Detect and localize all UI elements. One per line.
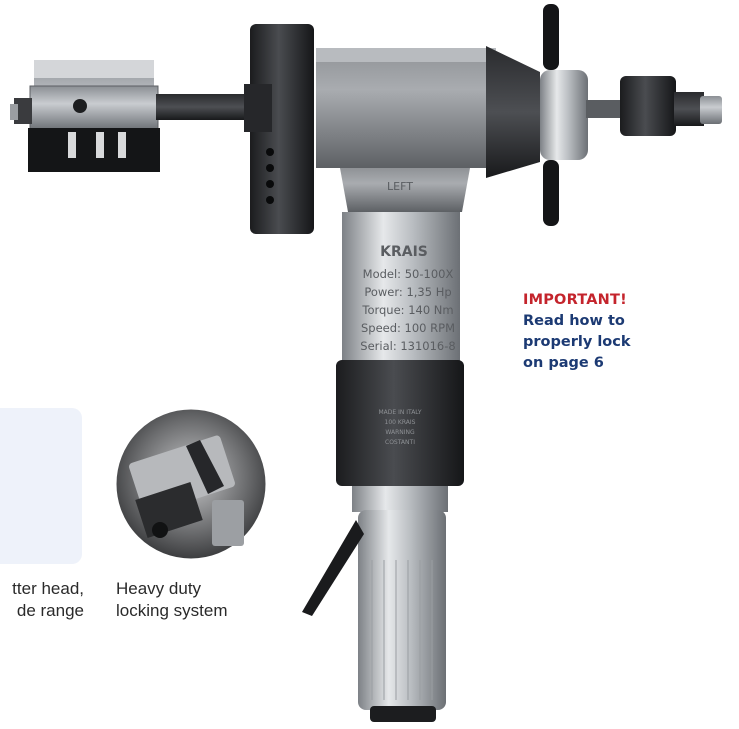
locking-system-inset-photo xyxy=(113,406,269,562)
speed-line: Speed: 100 RPM xyxy=(361,321,455,335)
direction-label: LEFT xyxy=(387,180,413,193)
trigger-lever xyxy=(302,520,364,616)
caption-locking-system: Heavy duty locking system xyxy=(116,579,228,620)
important-line-3: on page 6 xyxy=(523,355,604,371)
mandrel-shaft xyxy=(156,94,252,120)
mounting-flange xyxy=(244,24,314,234)
svg-text:COSTANTI: COSTANTI xyxy=(385,439,415,446)
svg-text:MADE IN ITALY: MADE IN ITALY xyxy=(378,409,421,416)
torque-line: Torque: 140 Nm xyxy=(361,303,453,317)
model-line: Model: 50-100X xyxy=(363,267,454,281)
svg-text:100 KRAIS: 100 KRAIS xyxy=(385,419,416,426)
caption-cutter-head: tter head, de range xyxy=(12,579,84,620)
important-line-2: properly lock xyxy=(523,334,631,350)
brand-label: KRAIS xyxy=(380,244,428,260)
svg-text:WARNING: WARNING xyxy=(385,429,415,436)
serial-line: Serial: 131016-8 xyxy=(360,339,455,353)
important-callout: IMPORTANT! Read how to properly lock on … xyxy=(523,290,683,374)
important-line-1: Read how to xyxy=(523,313,625,329)
mandrel-block xyxy=(10,60,160,172)
info-card-background xyxy=(0,408,82,564)
feed-knob-assembly xyxy=(540,4,722,226)
gear-housing xyxy=(316,46,540,212)
motor-engraving: MADE IN ITALY 100 KRAIS WARNING COSTANTI xyxy=(378,409,421,446)
important-headline: IMPORTANT! xyxy=(523,292,627,308)
tool-label-panel: LEFT KRAIS Model: 50-100X Power: 1,35 Hp… xyxy=(360,180,455,353)
power-line: Power: 1,35 Hp xyxy=(364,285,451,299)
motor-body xyxy=(336,212,464,722)
